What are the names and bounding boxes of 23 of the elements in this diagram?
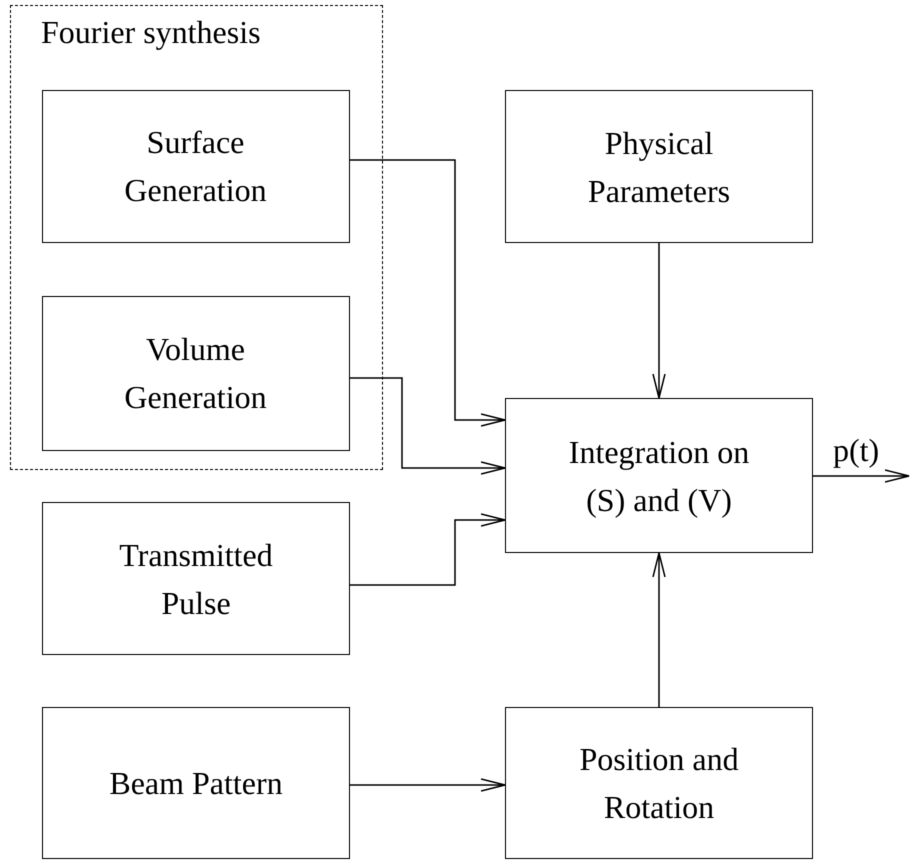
process-box: [505, 90, 813, 243]
box-label: Beam Pattern: [109, 764, 283, 803]
box-label: Position and Rotation: [578, 740, 740, 827]
arrow: [350, 778, 506, 792]
arrow: [652, 552, 666, 707]
box-label: Integration on (S) and (V): [568, 432, 750, 520]
box-label: Transmitted Pulse: [118, 536, 274, 622]
process-box: [42, 707, 350, 859]
arrow: [350, 513, 506, 586]
arrow: [350, 377, 506, 475]
group-title: Fourier synthesis: [41, 13, 261, 52]
process-box: [42, 502, 350, 655]
arrow: [350, 159, 506, 427]
box-label: Surface Generation: [123, 123, 268, 210]
arrow: [813, 469, 910, 483]
process-box: [505, 398, 813, 553]
process-box: [42, 90, 350, 242]
box-label: Physical Parameters: [586, 124, 732, 210]
arrow: [652, 243, 666, 399]
box-label: Volume Generation: [123, 330, 268, 417]
process-box: [42, 296, 350, 450]
dashed-group-frame: [10, 5, 383, 470]
process-box: [505, 707, 813, 859]
